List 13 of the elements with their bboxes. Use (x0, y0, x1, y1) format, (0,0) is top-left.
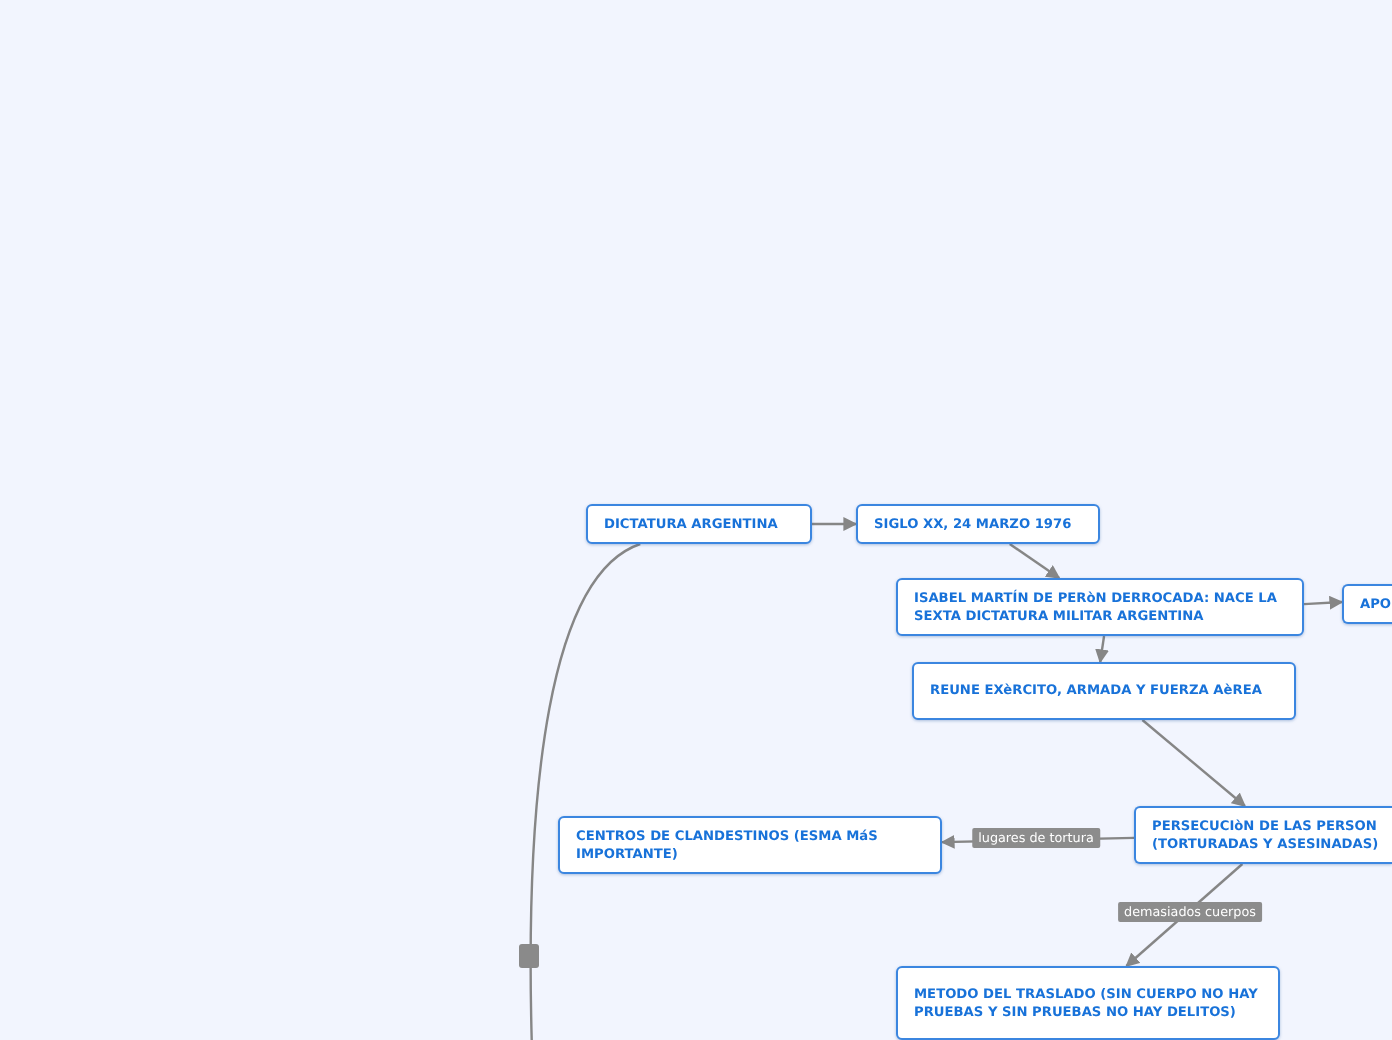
arrow (1095, 635, 1109, 664)
arrow (1009, 543, 1061, 579)
topic-box (912, 662, 1296, 720)
topic-box (558, 816, 942, 874)
topic-box (856, 504, 1100, 544)
arrow (1303, 595, 1344, 610)
topic-box (1342, 584, 1392, 624)
arrow (1141, 719, 1246, 807)
topic-box (586, 504, 812, 544)
arrow (812, 517, 858, 531)
topic-box (896, 578, 1304, 636)
topic-box (1134, 806, 1392, 864)
topic-box (896, 966, 1280, 1040)
